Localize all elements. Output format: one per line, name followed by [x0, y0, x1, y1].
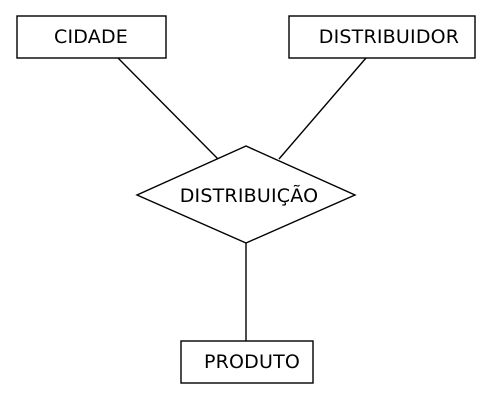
- entity-produto[interactable]: PRODUTO: [180, 340, 314, 384]
- entity-distribuidor-label: DISTRIBUIDOR: [319, 26, 459, 48]
- entity-produto-box: [180, 340, 314, 384]
- relationship-distribuicao-label: DISTRIBUIÇÃO: [180, 184, 319, 207]
- entity-cidade[interactable]: CIDADE: [16, 15, 167, 59]
- entity-distribuidor-box: [288, 15, 476, 59]
- edge-distribuidor-distribuicao: [278, 57, 367, 160]
- entity-cidade-label: CIDADE: [54, 26, 128, 48]
- entity-cidade-box: [16, 15, 167, 59]
- entity-distribuidor[interactable]: DISTRIBUIDOR: [288, 15, 476, 59]
- edge-cidade-distribuicao: [117, 57, 219, 160]
- relationship-distribuicao[interactable]: DISTRIBUIÇÃO: [135, 145, 357, 244]
- entity-produto-label: PRODUTO: [204, 351, 300, 373]
- relationship-distribuicao-diamond: [135, 145, 357, 244]
